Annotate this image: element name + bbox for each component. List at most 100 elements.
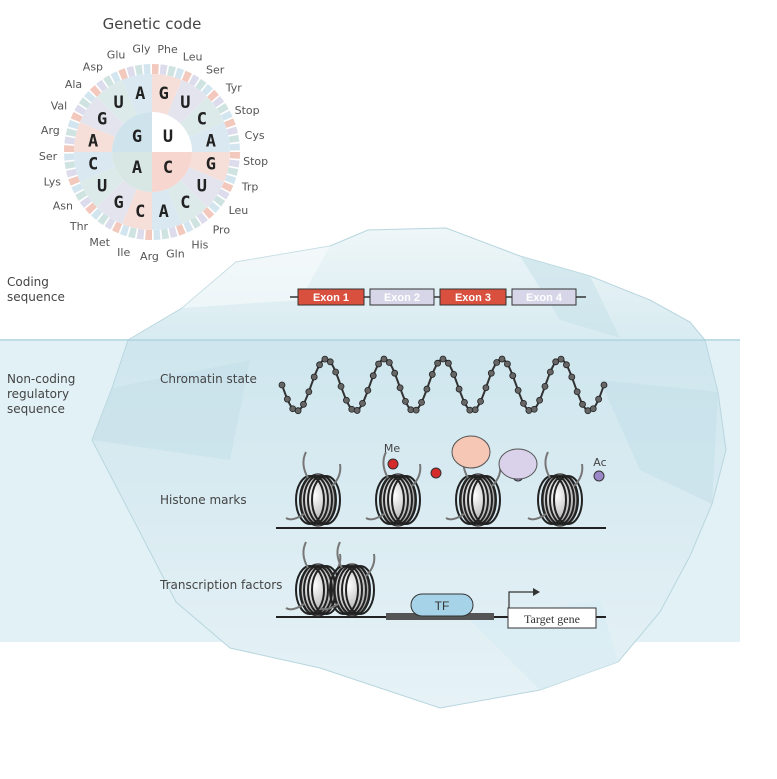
amino-acid-label: Phe — [157, 43, 178, 56]
codon-middle-sector — [152, 188, 182, 230]
histone-nucleosome — [365, 451, 422, 527]
codon-middle-sector — [152, 74, 182, 116]
chromatin-nucleosome-bead — [364, 387, 372, 394]
codon-ring-tick — [110, 71, 121, 84]
codon-middle-sector — [188, 122, 230, 152]
amino-acid-label: Gln — [166, 247, 185, 260]
exon-track: Exon 1 Exon 2 Exon 3 Exon 4 — [290, 288, 586, 306]
codon-inner-quadrant — [112, 112, 152, 152]
codon-ring-tick — [152, 64, 159, 75]
reader-protein-pink — [451, 435, 491, 469]
middle-base-letter: A — [159, 202, 169, 222]
amino-acid-label: Asn — [53, 200, 73, 213]
chromatin-nucleosome-bead — [316, 361, 323, 369]
chromatin-nucleosome-bead — [434, 359, 442, 367]
middle-base-letter: A — [88, 131, 98, 151]
histone-nucleosome — [285, 451, 342, 527]
exon-2 — [369, 288, 435, 306]
codon-ring-tick — [168, 226, 178, 238]
amino-acid-label: Gly — [132, 43, 151, 56]
reader-protein-lilac — [498, 448, 538, 480]
codon-ring-tick — [167, 65, 176, 77]
middle-base-letter: A — [135, 84, 145, 104]
codon-inner-quadrant — [112, 152, 152, 192]
codon-ring-tick — [128, 227, 137, 239]
chromatin-nucleosome-bead — [461, 398, 468, 406]
chromatin-nucleosome-bead — [278, 381, 286, 389]
middle-base-letter: C — [88, 155, 98, 175]
amino-acid-label: Ser — [206, 63, 225, 76]
iceberg-base-facet-3 — [600, 380, 718, 504]
codon-ring-tick — [229, 143, 240, 151]
codon-ring-tick — [66, 168, 78, 178]
codon-ring-tick — [202, 207, 215, 219]
codon-ring-tick — [64, 161, 76, 170]
codon-ring-tick — [201, 83, 213, 96]
methyl-label: Me — [384, 442, 400, 455]
amino-acid-label: Glu — [107, 48, 126, 61]
chromatin-nucleosome-bead — [557, 355, 565, 363]
codon-middle-sector — [122, 188, 152, 230]
codon-ring-tick — [119, 224, 130, 237]
codon-ring-tick — [227, 167, 239, 176]
chromatin-nucleosome-bead — [321, 355, 329, 363]
codon-ring-tick — [221, 181, 234, 192]
exon-3 — [439, 288, 507, 306]
transcription-start-arrow — [508, 591, 533, 611]
codon-ring-tick — [190, 216, 201, 229]
target-gene-box — [507, 607, 597, 629]
methyl-mark — [430, 467, 442, 479]
codon-ring-tick — [67, 119, 80, 130]
amino-acid-label: Pro — [213, 224, 231, 237]
codon-ring-tick — [212, 96, 225, 108]
chromatin-nucleosome-bead — [589, 405, 597, 413]
codon-ring-tick — [224, 118, 236, 128]
amino-acid-label: Leu — [183, 50, 203, 63]
amino-acid-label: Thr — [69, 220, 89, 233]
chromatin-nucleosome-bead — [514, 387, 522, 394]
chromatin-nucleosome-bead — [300, 400, 307, 408]
middle-base-letter: U — [197, 176, 207, 196]
codon-ring-tick — [64, 145, 75, 152]
amino-acid-label: Ser — [39, 150, 58, 163]
codon-middle-sector — [74, 122, 116, 152]
amino-acid-label: Arg — [140, 250, 159, 263]
chromatin-nucleosome-bead — [305, 388, 313, 396]
tf-nucleosomes — [285, 541, 376, 617]
codon-ring-tick — [136, 228, 145, 240]
codon-ring-tick — [85, 202, 97, 215]
inner-base-letter: G — [132, 127, 142, 147]
iceberg-tip-facet — [182, 246, 330, 308]
codon-ring-tick — [64, 153, 75, 161]
codon-ring-tick — [188, 74, 200, 87]
codon-ring-tick — [64, 136, 76, 145]
chromatin-nucleosome-bead — [369, 372, 377, 380]
chromatin-nucleosome-bead — [380, 355, 388, 363]
codon-ring-tick — [68, 176, 80, 186]
chromatin-nucleosome-bead — [391, 369, 399, 377]
chromatin-nucleosome-bead — [536, 396, 543, 404]
codon-ring-tick — [159, 64, 168, 76]
noncoding-sequence-label: Non-coding regulatory sequence — [7, 372, 79, 416]
codon-ring-tick — [176, 224, 186, 236]
codon-ring-tick — [145, 229, 152, 240]
arrow-head — [533, 588, 540, 596]
codon-ring-tick — [112, 221, 123, 234]
amino-acid-label: Stop — [243, 155, 268, 168]
exon-3-label: Exon 3 — [455, 292, 491, 304]
codon-ring-tick — [216, 103, 229, 114]
exon-4 — [511, 288, 577, 306]
transcription-factors-label: Transcription factors — [159, 578, 282, 592]
amino-acid-label: Val — [51, 99, 67, 112]
codon-ring-tick — [207, 89, 219, 102]
chromatin-nucleosome-bead — [385, 359, 393, 366]
exon-4-label: Exon 4 — [526, 292, 563, 304]
middle-base-letter: A — [206, 131, 216, 151]
codon-ring-tick — [181, 70, 192, 83]
chromatin-nucleosome-bead — [487, 369, 495, 377]
chromatin-state-label: Chromatin state — [160, 372, 257, 386]
amino-acid-label: Trp — [241, 181, 259, 194]
middle-base-letter: G — [206, 155, 216, 175]
middle-base-letter: C — [180, 193, 190, 213]
